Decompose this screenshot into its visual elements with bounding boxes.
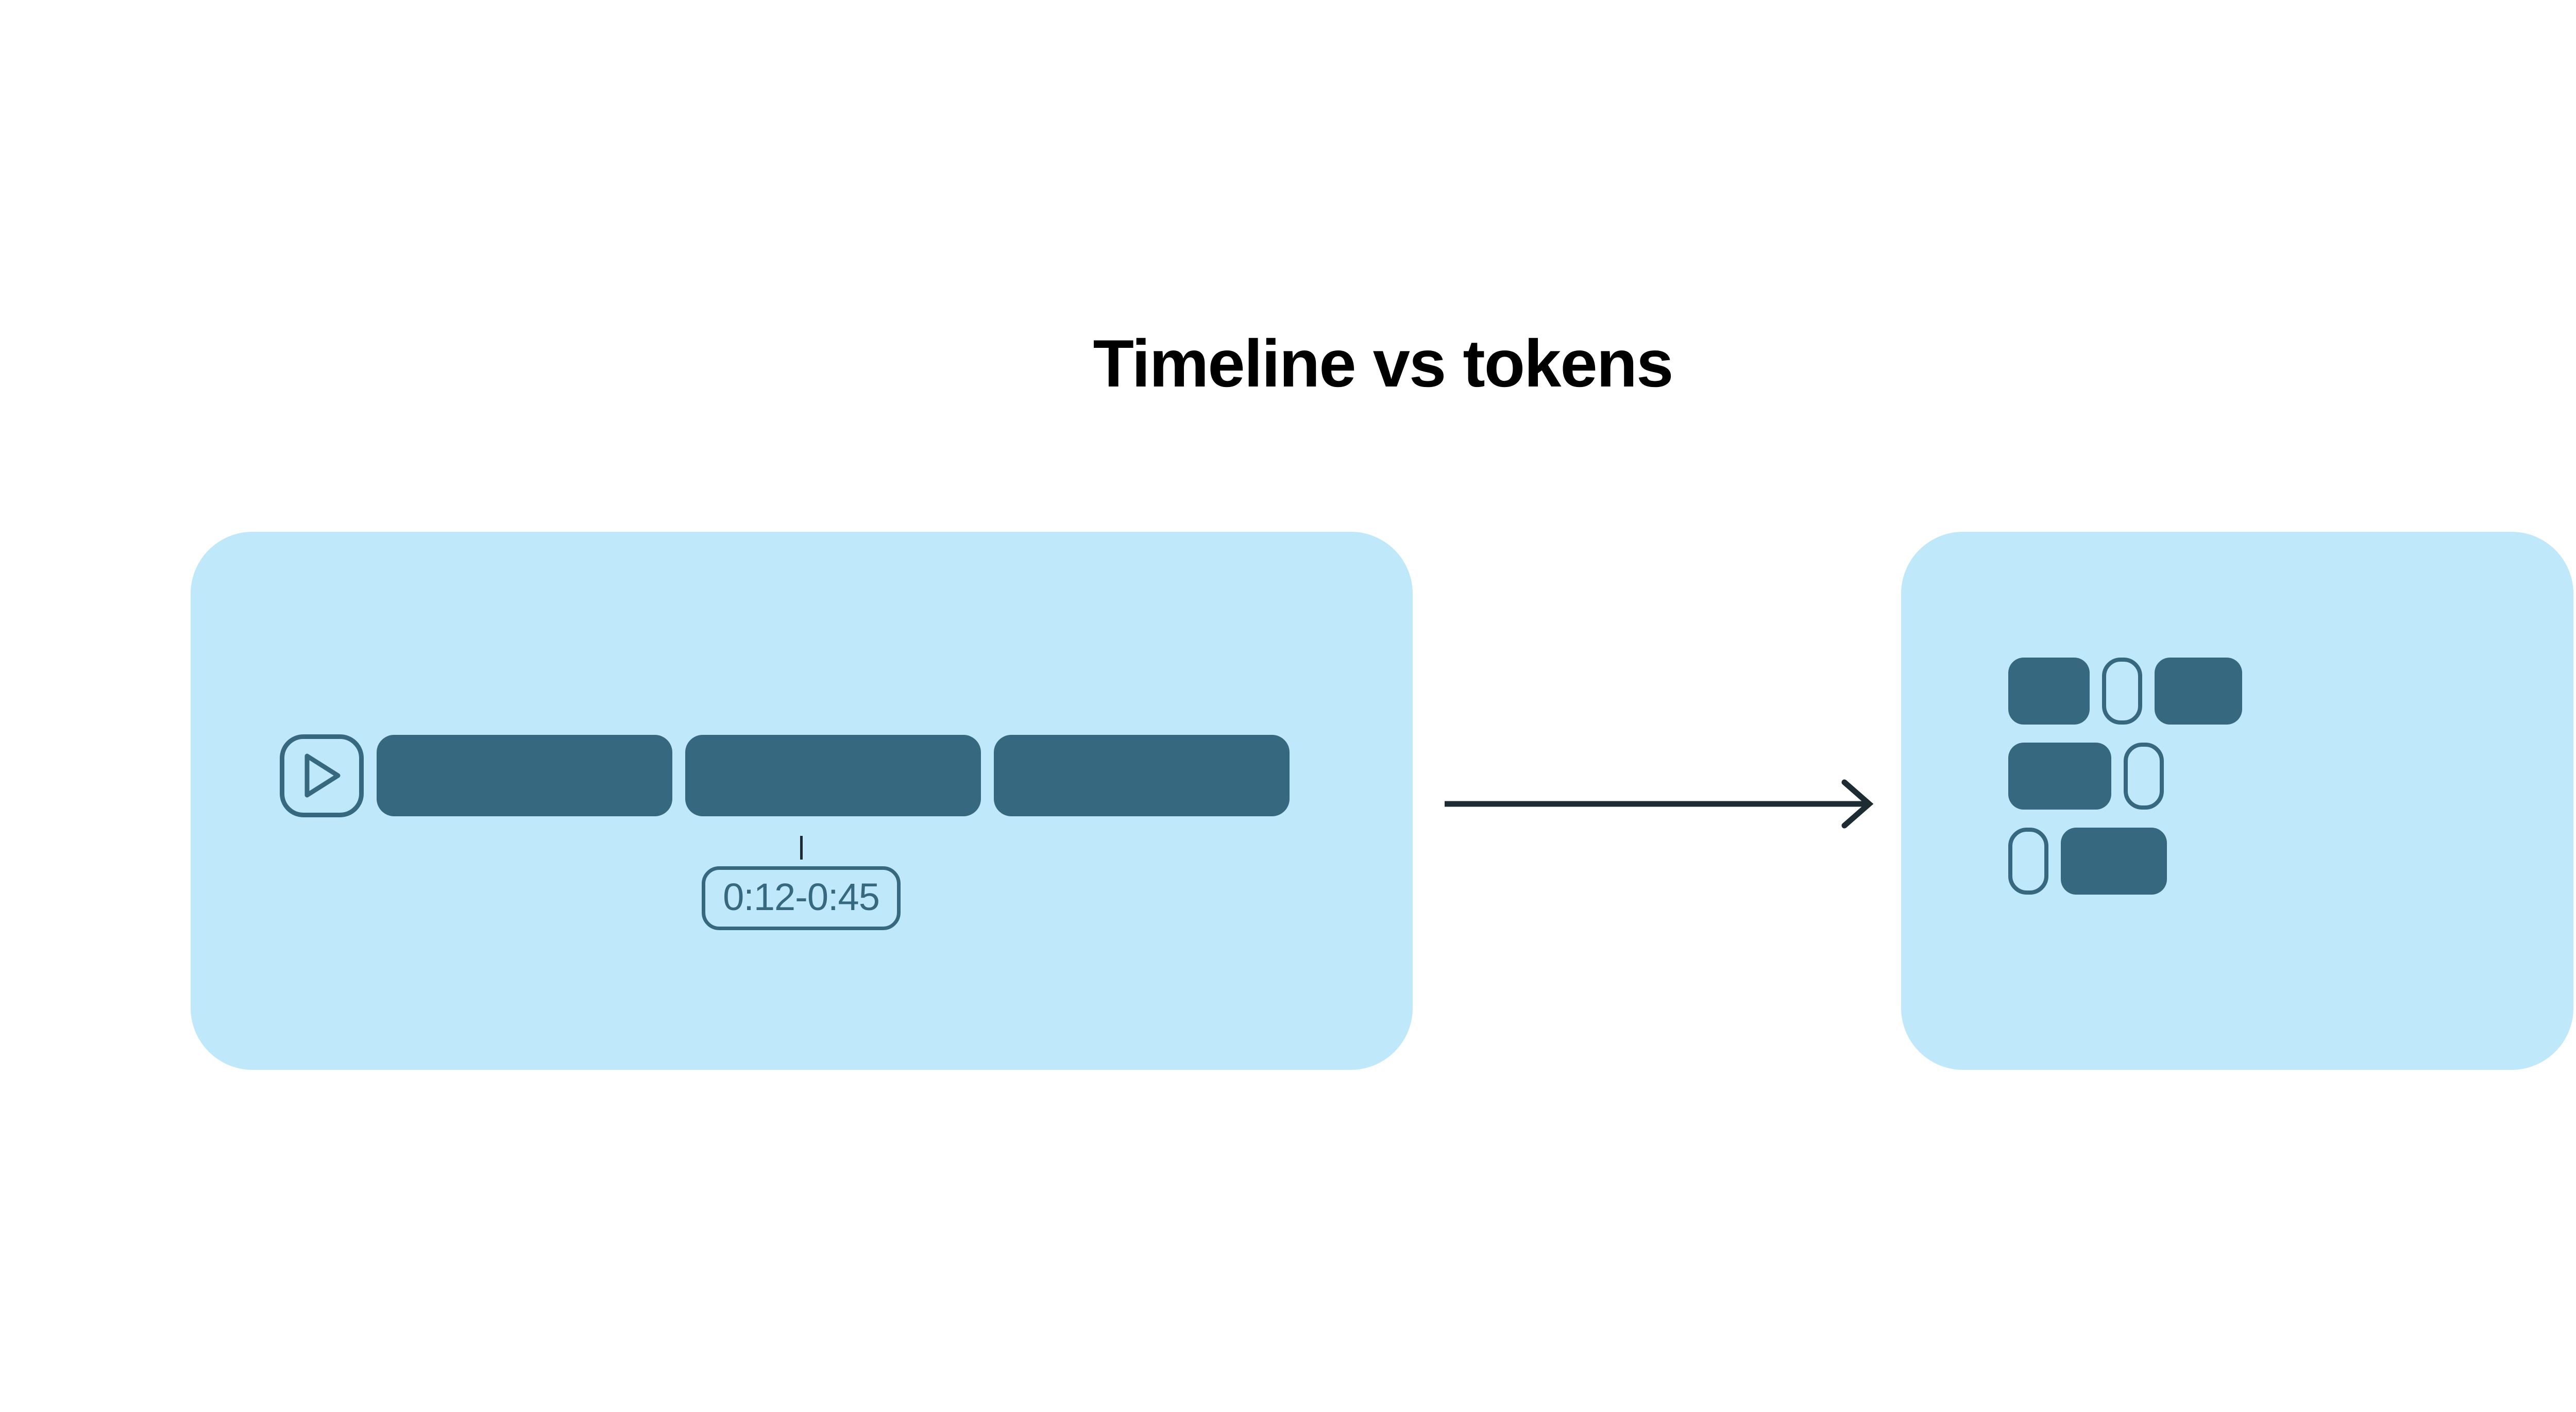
flow-arrow-icon [1445,779,1874,829]
token-chip[interactable] [2008,743,2111,810]
token-chip[interactable] [2155,658,2242,725]
token-row-2 [2008,743,2472,810]
page-title: Timeline vs tokens [1093,326,1674,401]
token-row-1 [2008,658,2472,725]
play-icon [300,751,344,800]
timeline-track [280,734,1290,817]
token-chip[interactable] [2061,828,2167,895]
timeline-segment-1[interactable] [377,735,672,816]
tokens-panel [1901,532,2573,1070]
token-chip[interactable] [2008,658,2090,725]
marker-tick-icon [800,836,803,860]
timeline-panel: 0:12-0:45 [191,532,1413,1070]
token-chip[interactable] [2102,658,2142,725]
token-chip[interactable] [2124,743,2164,810]
timeline-segment-2[interactable] [685,735,981,816]
token-grid [2008,658,2472,895]
token-row-3 [2008,828,2472,895]
time-range-label[interactable]: 0:12-0:45 [702,866,901,930]
timeline-segment-3[interactable] [994,735,1290,816]
play-button[interactable] [280,734,364,817]
time-range-marker: 0:12-0:45 [702,836,901,930]
token-chip[interactable] [2008,828,2048,895]
